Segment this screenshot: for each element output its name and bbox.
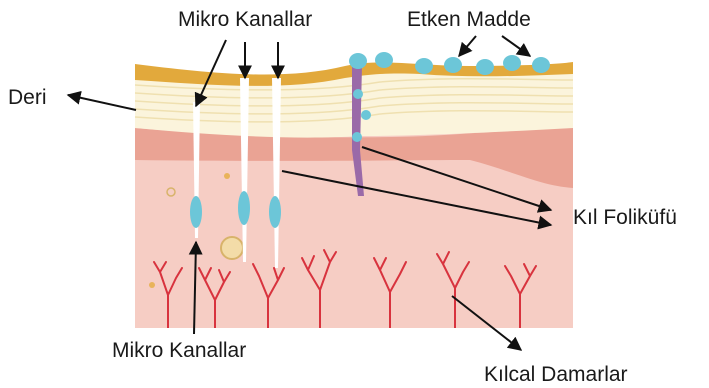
label-micro-channels-bottom: Mikro Kanallar (112, 339, 246, 362)
arrow-substance-2 (502, 36, 530, 56)
label-skin: Deri (8, 86, 47, 109)
label-hair-follicle: Kıl Foliküfü (573, 206, 677, 229)
arrow-substance-1 (459, 36, 476, 56)
label-active-substance: Etken Madde (407, 8, 531, 31)
label-capillaries: Kılcal Damarlar (484, 363, 628, 386)
label-micro-channels-top: Mikro Kanallar (178, 8, 312, 31)
arrow-skin (68, 95, 136, 110)
